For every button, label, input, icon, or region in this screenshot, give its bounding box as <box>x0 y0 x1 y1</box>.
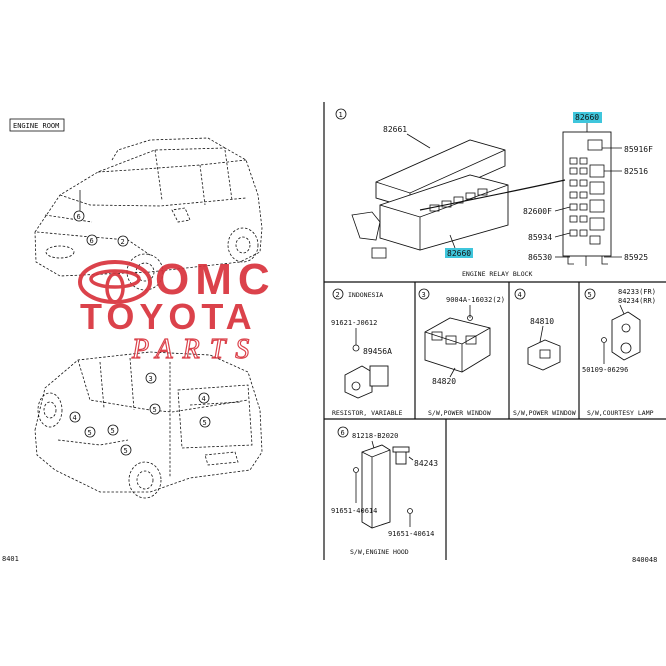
svg-text:S/W,ENGINE HOOD: S/W,ENGINE HOOD <box>350 548 409 556</box>
watermark-omc: OMC <box>155 255 276 304</box>
svg-text:6: 6 <box>341 429 345 437</box>
svg-text:S/W,COURTESY LAMP: S/W,COURTESY LAMP <box>587 409 654 417</box>
detail-part-highlight <box>573 112 602 123</box>
svg-text:4: 4 <box>73 414 77 422</box>
panel-5-courtesy-lamp-switch: 5 84233(FR) 84234(RR) 50109-06296 S/W,CO… <box>582 288 656 417</box>
svg-text:85934: 85934 <box>528 233 552 242</box>
watermark-parts: PARTS <box>131 334 259 365</box>
svg-text:91621-J0612: 91621-J0612 <box>331 319 377 327</box>
svg-text:S/W,POWER WINDOW: S/W,POWER WINDOW <box>513 409 576 417</box>
svg-text:89456A: 89456A <box>363 347 392 356</box>
panel-3-power-window-switch: 3 9004A-16032(2) 84820 S/W,POWER WINDOW <box>418 288 505 417</box>
svg-text:81218-B2020: 81218-B2020 <box>352 432 398 440</box>
svg-text:5: 5 <box>124 447 128 455</box>
panel-1-marker: 1 <box>339 111 343 119</box>
svg-text:5: 5 <box>111 427 115 435</box>
watermark: OMC TOYOTA PARTS <box>78 255 276 366</box>
svg-text:84810: 84810 <box>530 317 554 326</box>
block-part-highlight <box>445 248 473 258</box>
block-part-number: 82660 <box>447 249 471 258</box>
svg-text:RESISTOR, VARIABLE: RESISTOR, VARIABLE <box>332 409 403 417</box>
detail-part-number: 82660 <box>575 113 599 122</box>
diagram-footer-code: 840048 <box>632 556 657 564</box>
svg-text:9004A-16032(2): 9004A-16032(2) <box>446 296 505 304</box>
panel-2-variable-resistor: 2 INDONESIA 91621-J0612 89456A RESISTOR,… <box>331 288 403 417</box>
svg-text:85916F: 85916F <box>624 145 653 154</box>
panel-2-region: INDONESIA <box>348 291 383 299</box>
svg-text:6: 6 <box>90 237 94 245</box>
svg-text:5: 5 <box>88 429 92 437</box>
svg-text:3: 3 <box>422 291 426 299</box>
panel-1-relay-block: 1 82661 82660 82660 <box>335 108 653 278</box>
relay-block-caption: ENGINE RELAY BLOCK <box>462 270 533 278</box>
watermark-toyota: TOYOTA <box>80 296 257 337</box>
relay-cover-part <box>375 139 506 209</box>
svg-text:2: 2 <box>121 238 125 246</box>
svg-text:3: 3 <box>149 375 153 383</box>
right-frame <box>323 102 666 560</box>
svg-text:84233(FR): 84233(FR) <box>618 288 656 296</box>
svg-text:91651-40614: 91651-40614 <box>331 507 377 515</box>
svg-text:82600F: 82600F <box>523 207 552 216</box>
left-bottom-code: 8401 <box>2 555 19 563</box>
svg-text:2: 2 <box>336 291 340 299</box>
engine-room-label-box: ENGINE ROOM <box>9 118 65 132</box>
svg-text:4: 4 <box>518 291 522 299</box>
svg-text:5: 5 <box>588 291 592 299</box>
svg-text:84243: 84243 <box>414 459 438 468</box>
svg-text:4: 4 <box>202 395 206 403</box>
toyota-logo-watermark <box>78 260 152 304</box>
front-view-markers: 6 6 2 <box>73 190 129 247</box>
svg-text:91651-40614: 91651-40614 <box>388 530 434 538</box>
relay-block-detail <box>562 131 612 266</box>
svg-text:85925: 85925 <box>624 253 648 262</box>
svg-text:5: 5 <box>153 406 157 414</box>
relay-block-body <box>351 174 509 259</box>
svg-text:84820: 84820 <box>432 377 456 386</box>
panel-4-power-window-switch: 4 84810 S/W,POWER WINDOW <box>513 288 576 417</box>
svg-text:6: 6 <box>77 213 81 221</box>
svg-text:86530: 86530 <box>528 253 552 262</box>
svg-text:S/W,POWER WINDOW: S/W,POWER WINDOW <box>428 409 491 417</box>
svg-text:84234(RR): 84234(RR) <box>618 297 656 305</box>
vehicle-rear-view <box>34 351 263 499</box>
svg-text:5: 5 <box>203 419 207 427</box>
cover-part-number: 82661 <box>383 125 407 134</box>
engine-room-label: ENGINE ROOM <box>13 122 59 130</box>
svg-text:50109-06296: 50109-06296 <box>582 366 628 374</box>
panel-6-engine-hood-switch: 6 81218-B2020 84243 91651-40614 91651-40… <box>331 426 438 556</box>
rear-view-markers: 3 5 4 5 4 5 5 5 <box>69 372 211 456</box>
svg-text:82516: 82516 <box>624 167 648 176</box>
